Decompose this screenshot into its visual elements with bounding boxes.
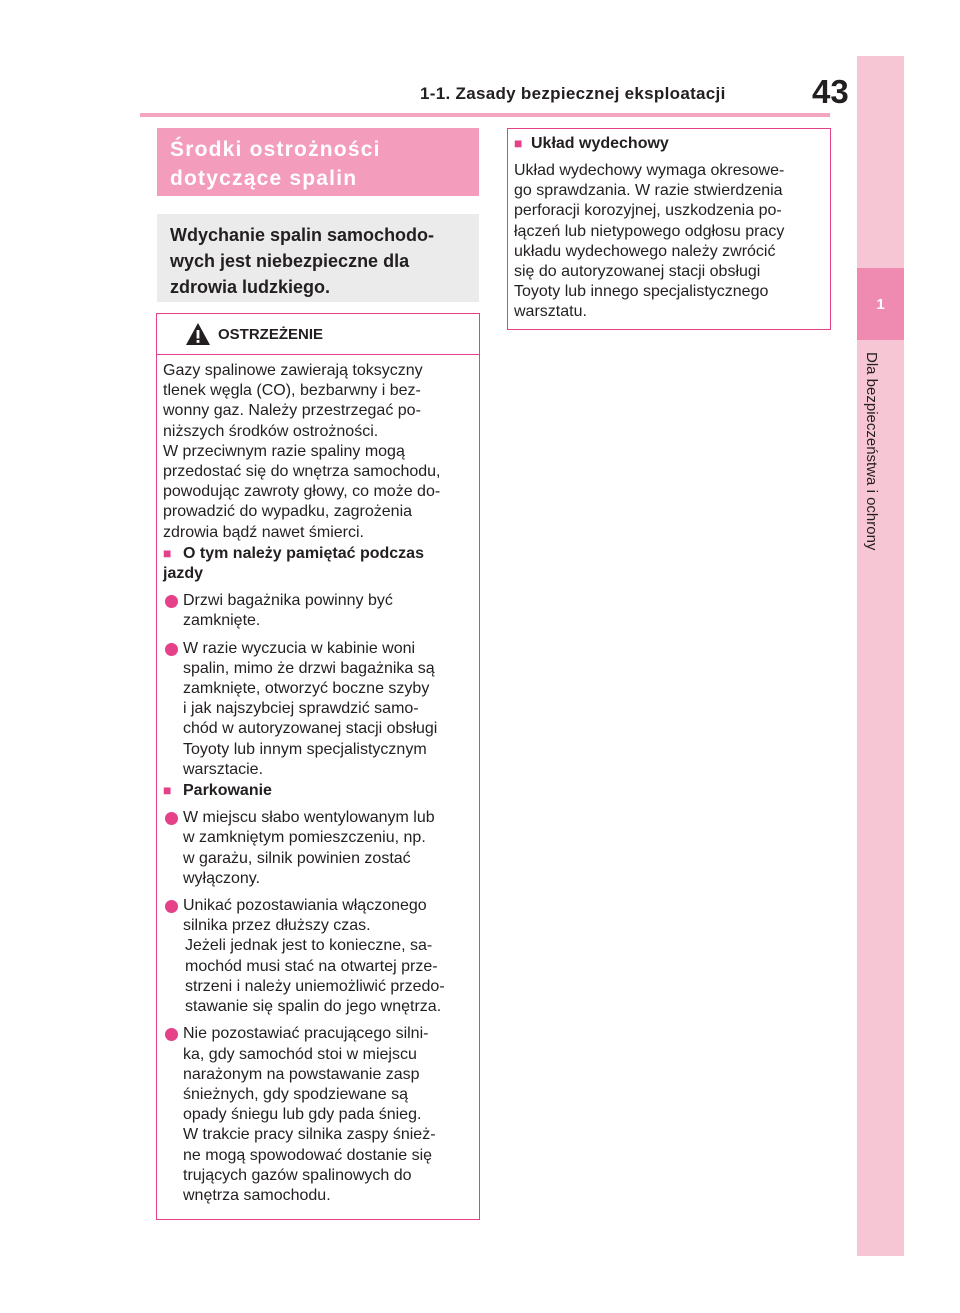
section-title: Środki ostrożności dotyczące spalin (170, 135, 471, 193)
section-title-line: dotyczące spalin (170, 167, 358, 190)
list-item: Unikać pozostawiania włączonego silnika … (163, 896, 475, 1017)
warning-paragraph: Gazy spalinowe zawierają toksyczny tlene… (163, 361, 475, 543)
bullet-dot-icon (165, 1028, 178, 1042)
bullet-dot-icon (165, 595, 178, 609)
text-line: się do autoryzowanej stacji obsługi (514, 263, 761, 281)
item-line: śnieżnych, gdy spodziewane są (183, 1085, 409, 1103)
item-line: narażonym na powstawanie zasp (183, 1065, 420, 1083)
item-line: w zamkniętym pomieszczeniu, np. (183, 829, 426, 847)
chapter-side-tab (857, 56, 904, 1256)
header-divider (140, 113, 830, 117)
item-line: mochód musi stać na otwartej prze- (185, 957, 438, 975)
text-line: prowadzić do wypadku, zagrożenia (163, 503, 413, 521)
item-line: ne mogą spowodować dostanie się (183, 1146, 433, 1164)
item-line: strzeni i należy uniemożliwić przedo- (185, 977, 445, 995)
warning-title: OSTRZEŻENIE (218, 326, 324, 343)
item-line: trujących gazów spalinowych do (183, 1166, 412, 1184)
text-line: układu wydechowego należy zwrócić (514, 242, 776, 260)
text-line: Toyoty lub innego specjalistycznego (514, 283, 769, 301)
warning-header: OSTRZEŻENIE (157, 314, 479, 355)
text-line: perforacji korozyjnej, uszkodzenia po- (514, 202, 782, 220)
text-line: W przeciwnym razie spaliny mogą (163, 442, 405, 460)
chapter-number-tab[interactable]: 1 (857, 268, 904, 340)
item-line: Unikać pozostawiania włączonego (183, 897, 427, 915)
heading-text: O tym należy pamiętać podczas (183, 544, 424, 562)
list-item: W miejscu słabo wentylowanym lub w zamkn… (163, 808, 475, 889)
intro-line: zdrowia ludzkiego. (170, 277, 331, 297)
item-line: Jeżeli jednak jest to konieczne, sa- (185, 937, 433, 955)
text-line: przedostać się do wnętrza samochodu, (163, 463, 441, 481)
warning-triangle-icon (186, 323, 210, 345)
item-line: zamknięte, otworzyć boczne szyby (183, 680, 430, 698)
subsection-heading-parking: ■ Parkowanie (163, 780, 475, 801)
item-line: chód w autoryzowanej stacji obsługi (183, 720, 438, 738)
chapter-title-vertical: Dla bezpieczeństwa i ochrony (863, 352, 880, 551)
item-line: ka, gdy samochód stoi w miejscu (183, 1045, 417, 1063)
item-line: Drzwi bagażnika powinny być (183, 592, 393, 610)
warning-box: OSTRZEŻENIE Gazy spalinowe zawierają tok… (156, 313, 480, 1220)
list-item: Nie pozostawiać pracującego silni- ka, g… (163, 1024, 475, 1206)
square-bullet-icon: ■ (163, 544, 172, 561)
text-line: Układ wydechowy wymaga okresowe- (514, 162, 785, 179)
intro-text: Wdychanie spalin samochodo- wych jest ni… (170, 222, 471, 300)
text-line: wonny gaz. Należy przestrzegać po- (163, 402, 421, 420)
text-line: powodując zawroty głowy, co może do- (163, 483, 441, 501)
running-header: 1-1. Zasady bezpiecznej eksploatacji (420, 84, 726, 103)
item-line: spalin, mimo że drzwi bagażnika są (183, 659, 435, 677)
heading-text: jazdy (163, 565, 204, 583)
item-line: W trakcie pracy silnika zaspy śnież- (183, 1126, 436, 1144)
exhaust-system-box: ■ Układ wydechowy Układ wydechowy wymaga … (507, 128, 831, 330)
list-item: W razie wyczucia w kabinie woni spalin, … (163, 639, 475, 780)
warning-body: Gazy spalinowe zawierają toksyczny tlene… (163, 361, 475, 1206)
intro-line: wych jest niebezpieczne dla (170, 251, 410, 271)
section-title-line: Środki ostrożności (170, 138, 381, 161)
text-line: tlenek węgla (CO), bezbarwny i bez- (163, 382, 421, 400)
list-item: Drzwi bagażnika powinny być zamknięte. (163, 591, 475, 631)
item-line: zamknięte. (183, 612, 261, 630)
square-bullet-icon: ■ (514, 135, 523, 151)
subsection-heading-driving: ■ O tym należy pamiętać podczas jazdy (163, 543, 475, 584)
intro-box: Wdychanie spalin samochodo- wych jest ni… (157, 214, 479, 302)
bullet-dot-icon (165, 900, 178, 914)
item-line: i jak najszybciej sprawdzić samo- (183, 700, 419, 718)
text-line: warsztatu. (514, 303, 587, 321)
item-line: Nie pozostawiać pracującego silni- (183, 1025, 429, 1043)
text-line: niższych środków ostrożności. (163, 422, 379, 440)
bullet-dot-icon (165, 812, 178, 826)
item-line: wyłączony. (183, 869, 261, 887)
item-line: W razie wyczucia w kabinie woni (183, 639, 416, 657)
heading-text: Układ wydechowy (531, 135, 669, 152)
item-line: Toyoty lub innym specjalistycznym (183, 740, 427, 758)
text-line: łączeń lub nietypowego odgłosu pracy (514, 222, 785, 240)
text-line: Gazy spalinowe zawierają toksyczny (163, 362, 423, 379)
page-number: 43 (812, 73, 849, 110)
item-line: wnętrza samochodu. (183, 1186, 331, 1204)
item-line: warsztacie. (183, 760, 264, 778)
bullet-dot-icon (165, 642, 178, 656)
item-line: stawanie się spalin do jego wnętrza. (185, 998, 442, 1016)
item-line: silnika przez dłuższy czas. (183, 917, 371, 935)
item-line: W miejscu słabo wentylowanym lub (183, 809, 435, 827)
intro-line: Wdychanie spalin samochodo- (170, 225, 435, 245)
exhaust-system-text: Układ wydechowy wymaga okresowe- go spra… (514, 161, 826, 323)
text-line: go sprawdzania. W razie stwierdzenia (514, 182, 783, 200)
exhaust-system-heading: ■ Układ wydechowy (514, 135, 669, 153)
section-title-banner: Środki ostrożności dotyczące spalin (157, 128, 479, 196)
item-line: opady śniegu lub gdy pada śnieg. (183, 1106, 422, 1124)
square-bullet-icon: ■ (163, 782, 172, 799)
heading-text: Parkowanie (183, 782, 272, 800)
item-line: w garażu, silnik powinien zostać (183, 849, 411, 867)
text-line: zdrowia bądź nawet śmierci. (163, 523, 364, 541)
